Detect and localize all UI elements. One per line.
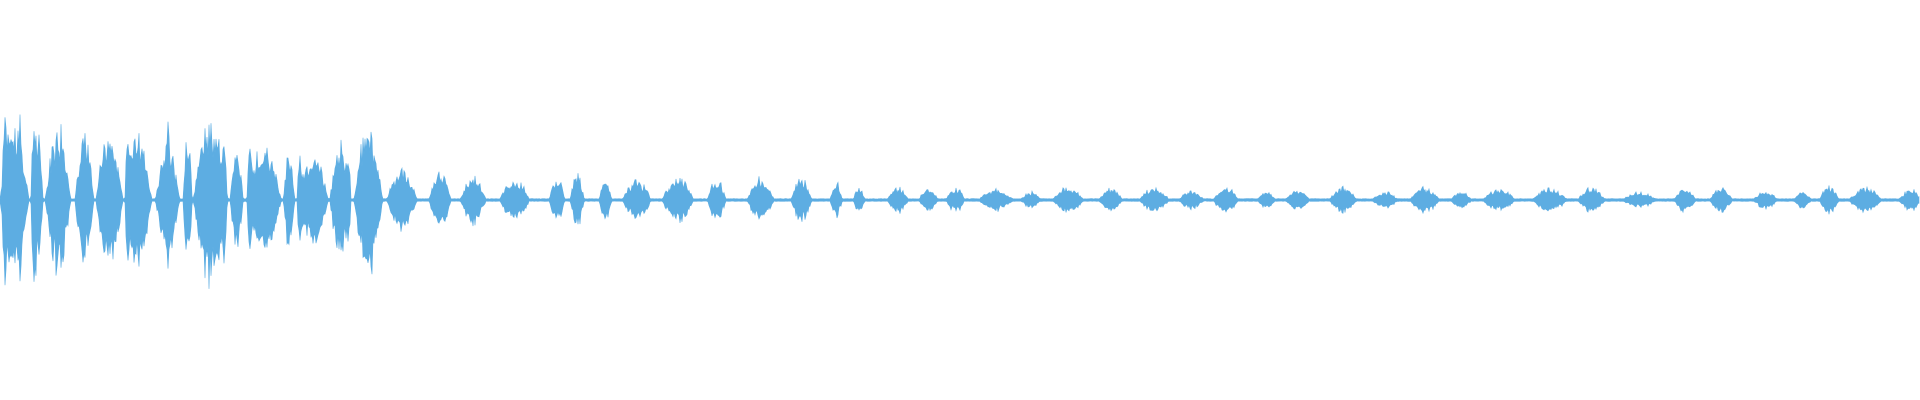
waveform-amplitude-path bbox=[0, 114, 1920, 289]
